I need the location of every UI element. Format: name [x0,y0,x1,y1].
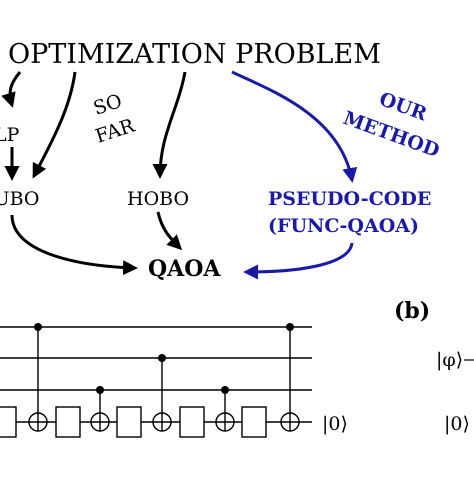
label-phi-ket: |φ⟩ [436,349,463,371]
node-hobo: HOBO [127,188,189,210]
arrow-problem-to-qubo [32,71,77,179]
circuit-gate-box [179,406,205,438]
cnot-control-dot [158,354,166,362]
arrow-pseudo-code-to-qaoa [243,242,354,280]
circuit-gate-box [241,406,267,438]
arrow-problem-to-hobo [152,71,187,179]
annotation-so: SO [91,90,125,120]
node-pseudo-code: PSEUDO-CODE [268,188,431,210]
circuit-gate-box [0,406,17,438]
node-qaoa: QAOA [148,256,221,282]
arrow-problem-to-lp [1,71,22,108]
cnot-control-dot [34,323,42,331]
arrow-problem-to-pseudo-code [231,70,358,183]
circuit-output-ket: |0⟩ [322,413,348,435]
quantum-circuit [0,323,312,438]
cnot-control-dot [286,323,294,331]
circuit-gate-box [55,406,81,438]
panel-b-label: (b) [394,298,430,324]
annotation-far: FAR [93,114,138,147]
annotation-method: METHOD [340,107,442,162]
arrow-qubo-to-qaoa [10,214,138,276]
node-qubo: QUBO [0,188,39,210]
node-lp: LP [0,124,20,146]
title-optimization-problem: OPTIMIZATION PROBLEM [8,39,381,70]
label-zero-ket-right: |0⟩ [444,413,470,435]
arrow-hobo-to-qaoa [156,211,183,251]
cnot-control-dot [221,386,229,394]
node-func-qaoa: (FUNC-QAOA) [268,215,419,237]
circuit-gate-box [116,406,142,438]
cnot-control-dot [96,386,104,394]
